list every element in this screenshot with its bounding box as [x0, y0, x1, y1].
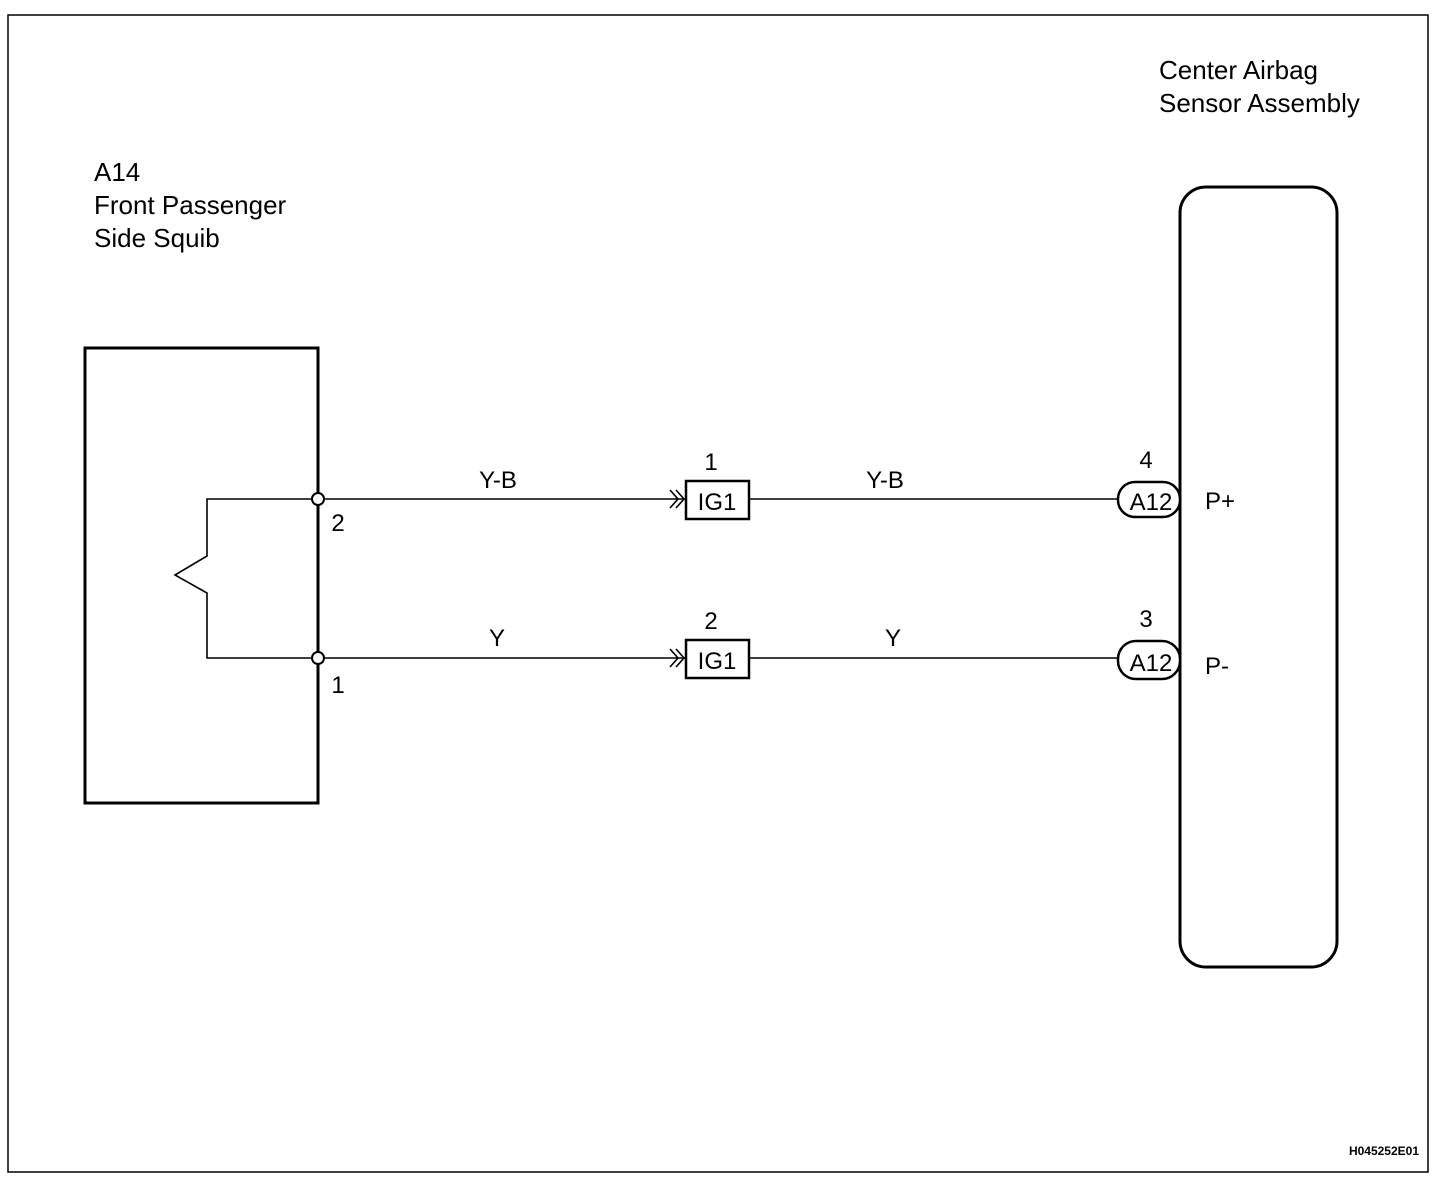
junction-connector-box	[684, 479, 751, 521]
squib-pin-label: 1	[331, 672, 344, 699]
sensor-name-line1: Center Airbag	[1159, 55, 1318, 85]
junction-connector-box	[684, 638, 751, 680]
sensor-body	[1178, 185, 1339, 969]
sensor-pin-label: 4	[1139, 447, 1152, 474]
wire-color-label: Y	[489, 625, 505, 652]
connector-arrow-icon	[669, 648, 686, 668]
figure-code: H045252E01	[1349, 1144, 1419, 1158]
junction-pin-label: 1	[704, 449, 717, 476]
sensor-name-line2: Sensor Assembly	[1159, 88, 1360, 118]
junction-pin-label: 2	[704, 608, 717, 635]
squib-id: A14	[94, 157, 140, 187]
squib-pin-dot-2	[311, 492, 325, 506]
squib-element-symbol	[173, 498, 318, 659]
wire-color-label: Y-B	[479, 467, 517, 494]
sensor-connector-shape	[1116, 480, 1182, 519]
sensor-terminal-label: P+	[1205, 488, 1235, 515]
connector-arrow-icon	[669, 489, 686, 509]
wire-color-label: Y-B	[866, 467, 904, 494]
squib-pin-dot-1	[311, 651, 325, 665]
wire-color-label: Y	[885, 625, 901, 652]
junction-connector-label: IG1	[698, 648, 737, 675]
squib-body	[83, 346, 320, 805]
squib-pin-label: 2	[331, 510, 344, 537]
sensor-pin-label: 3	[1139, 606, 1152, 633]
junction-connector-label: IG1	[698, 489, 737, 516]
sensor-terminal-label: P-	[1205, 653, 1229, 680]
diagram-frame	[7, 14, 1429, 1173]
squib-name-line2: Side Squib	[94, 223, 220, 253]
squib-name-line1: Front Passenger	[94, 190, 287, 220]
sensor-connector-shape	[1116, 639, 1182, 681]
sensor-connector-label: A12	[1130, 650, 1173, 677]
sensor-connector-label: A12	[1130, 489, 1173, 516]
